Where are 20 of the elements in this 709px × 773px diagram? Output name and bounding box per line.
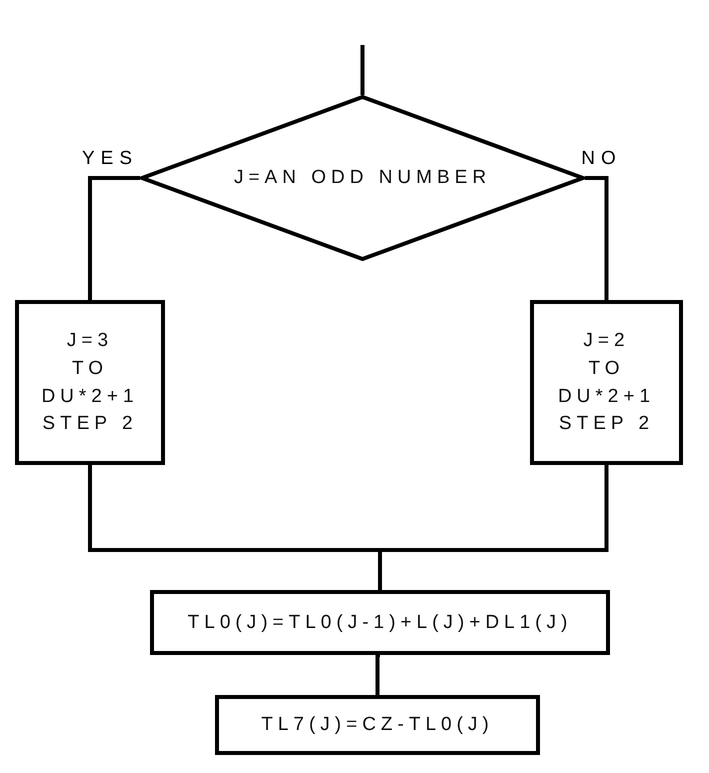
node-text: J=3 [66,329,114,354]
connector-line [88,176,140,300]
node-text: TO [72,356,108,381]
node-text: DU*2+1 [41,384,139,408]
process-box [530,300,683,465]
node-text: J=AN ODD NUMBER [234,166,492,190]
connector-line [585,176,608,300]
connector-line [376,653,382,695]
node-text: TL0(J)=TL0(J-1)+L(J)+DL1(J) [188,610,572,635]
process-box [15,300,165,465]
process-box [215,695,540,755]
node-text: TO [588,356,625,381]
node-text: DU*2+1 [558,384,656,408]
process-box [150,590,610,655]
node-text: TL7(J)=CZ-TL0(J) [261,713,494,738]
node-text: J=2 [583,329,630,354]
connector-line [360,45,364,95]
node-text: STEP 2 [42,412,138,436]
connector-line [378,465,608,590]
node-text: STEP 2 [558,412,654,436]
